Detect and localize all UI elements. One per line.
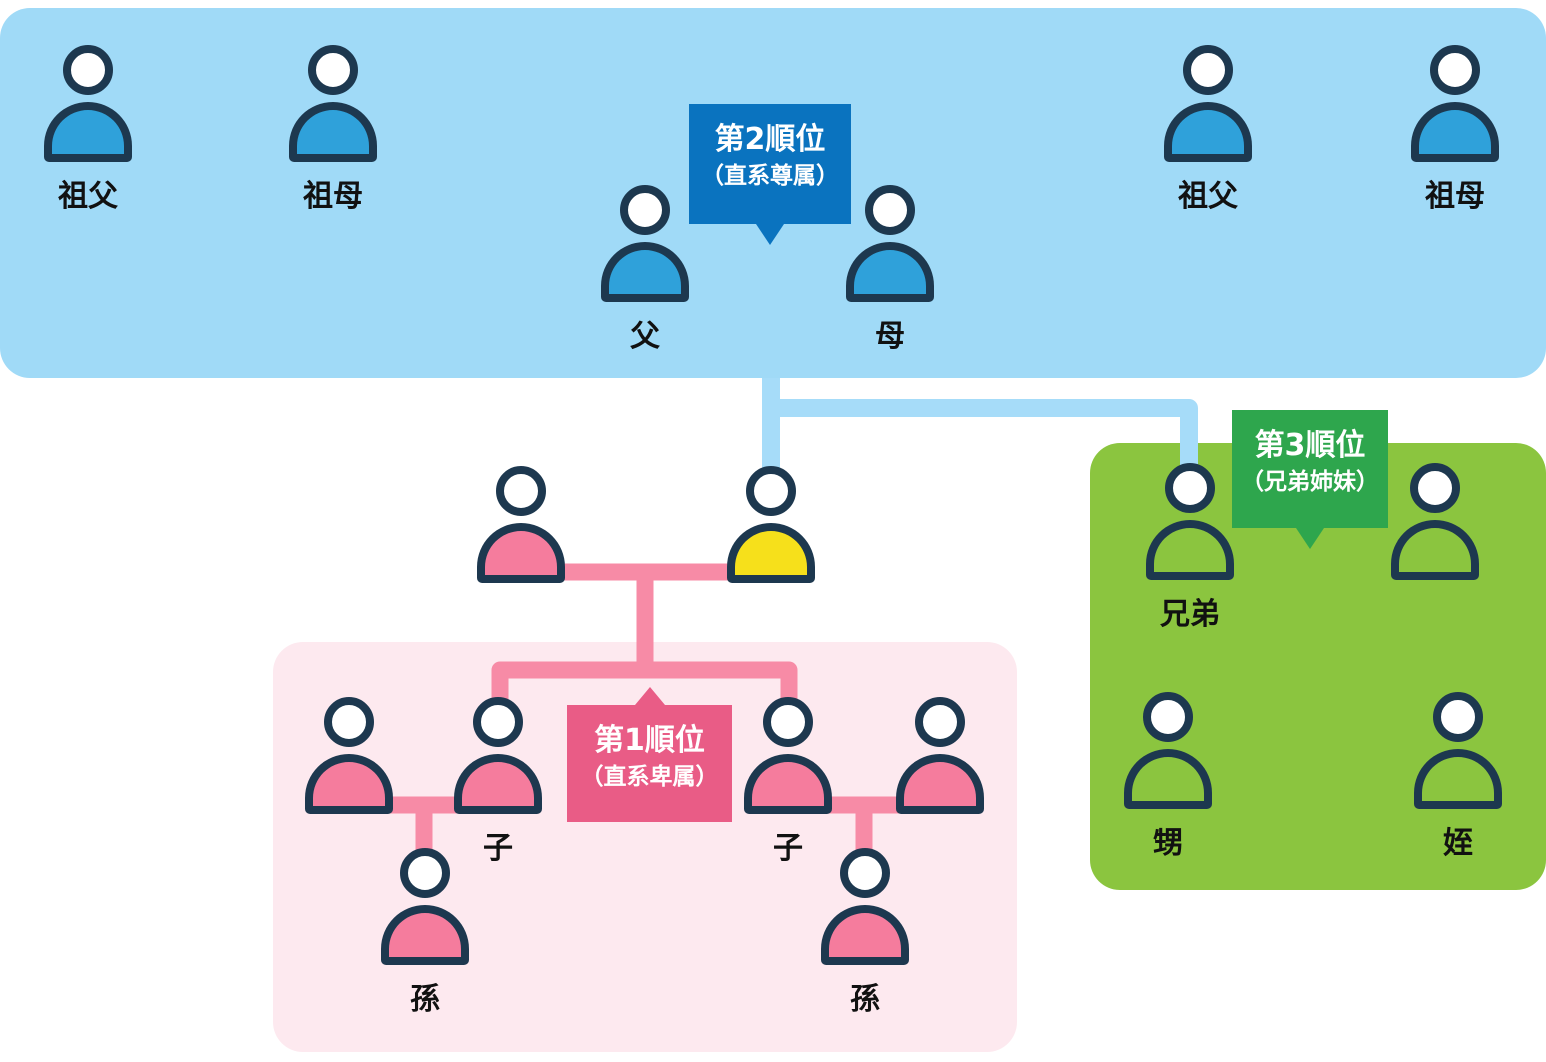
mother-head-icon [865,185,915,235]
grandfather-right-label: 祖父 [1178,179,1238,214]
father-body-icon [601,242,689,302]
rank2-badge-title: 第2順位 [714,122,826,157]
grandchild-right-head-icon [840,848,890,898]
grandmother-right-head-icon [1430,45,1480,95]
sibling-head-icon [1165,463,1215,513]
connector-children-split [491,661,798,714]
rank2-badge-subtitle: （直系尊属） [701,163,839,189]
child-right-label: 子 [773,831,803,866]
person-child-right-spouse [880,697,1000,814]
person-sibling-2 [1375,463,1495,580]
rank3-badge-pointer-icon [1296,528,1324,549]
grandfather-left-body-icon [44,102,132,162]
person-grandfather-right: 祖父 [1148,45,1268,212]
sibling-body-icon [1146,520,1234,580]
father-head-icon [620,185,670,235]
child-left-label: 子 [483,831,513,866]
child-right-spouse-body-icon [896,754,984,814]
mother-label: 母 [875,319,905,354]
grandchild-right-body-icon [821,905,909,965]
rank1-badge-pointer-icon [634,687,665,705]
deceased-body-icon [727,523,815,583]
person-spouse [461,466,581,583]
person-grandfather-left: 祖父 [28,45,148,212]
spouse-body-icon [477,523,565,583]
nephew-body-icon [1124,749,1212,809]
person-grandmother-left: 祖母 [273,45,393,212]
sibling-label: 兄弟 [1160,597,1220,632]
deceased-head-icon [746,466,796,516]
child-left-head-icon [473,697,523,747]
person-father: 父 [585,185,705,352]
person-niece: 姪 [1398,692,1518,859]
rank3-badge: 第3順位 （兄弟姉妹） [1232,410,1388,549]
rank2-badge: 第2順位 （直系尊属） [689,104,851,245]
nephew-head-icon [1143,692,1193,742]
child-right-spouse-head-icon [915,697,965,747]
rank2-badge-pointer-icon [756,224,784,245]
nephew-label: 甥 [1153,826,1183,861]
grandchild-left-body-icon [381,905,469,965]
person-child-right: 子 [728,697,848,864]
spouse-head-icon [496,466,546,516]
child-left-spouse-head-icon [324,697,374,747]
connector-parents-to-sibling [771,399,1198,472]
rank3-badge-subtitle: （兄弟姉妹） [1241,469,1379,495]
grandfather-left-label: 祖父 [58,179,118,214]
person-sibling: 兄弟 [1130,463,1250,630]
person-nephew: 甥 [1108,692,1228,859]
mother-body-icon [846,242,934,302]
grandmother-right-body-icon [1411,102,1499,162]
grandfather-left-head-icon [63,45,113,95]
rank1-badge-subtitle: （直系卑属） [580,764,719,790]
child-left-body-icon [454,754,542,814]
child-right-body-icon [744,754,832,814]
father-label: 父 [630,319,660,354]
grandfather-right-head-icon [1183,45,1233,95]
rank1-badge-title: 第1順位 [594,723,705,758]
sibling-2-head-icon [1410,463,1460,513]
grandfather-right-body-icon [1164,102,1252,162]
child-left-spouse-body-icon [305,754,393,814]
niece-label: 姪 [1443,826,1473,861]
person-grandmother-right: 祖母 [1395,45,1515,212]
grandmother-right-label: 祖母 [1425,179,1485,214]
grandmother-left-label: 祖母 [303,179,363,214]
niece-head-icon [1433,692,1483,742]
grandchild-left-label: 孫 [410,982,440,1017]
grandchild-right-label: 孫 [850,982,880,1017]
rank3-badge-title: 第3順位 [1254,428,1366,463]
grandmother-left-head-icon [308,45,358,95]
person-deceased [711,466,831,583]
sibling-2-body-icon [1391,520,1479,580]
person-child-left-spouse [289,697,409,814]
rank1-badge: 第1順位 （直系卑属） [567,687,732,822]
child-right-head-icon [763,697,813,747]
grandmother-left-body-icon [289,102,377,162]
person-grandchild-right: 孫 [805,848,925,1015]
person-mother: 母 [830,185,950,352]
person-child-left: 子 [438,697,558,864]
grandchild-left-head-icon [400,848,450,898]
person-grandchild-left: 孫 [365,848,485,1015]
niece-body-icon [1414,749,1502,809]
